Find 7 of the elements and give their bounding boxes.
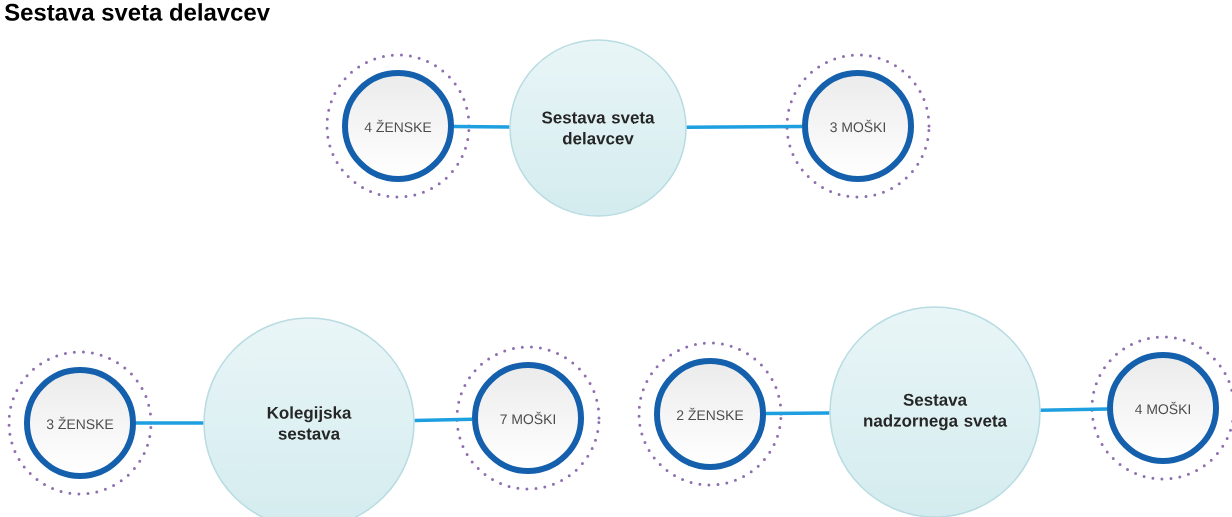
title: Sestava sveta delavcev	[4, 3, 270, 21]
connector-line	[766, 411, 830, 416]
connector-line	[454, 124, 510, 129]
connector-line	[414, 417, 473, 423]
connector-line	[1040, 407, 1108, 412]
connector-line	[136, 421, 204, 425]
connector-line	[686, 124, 803, 130]
